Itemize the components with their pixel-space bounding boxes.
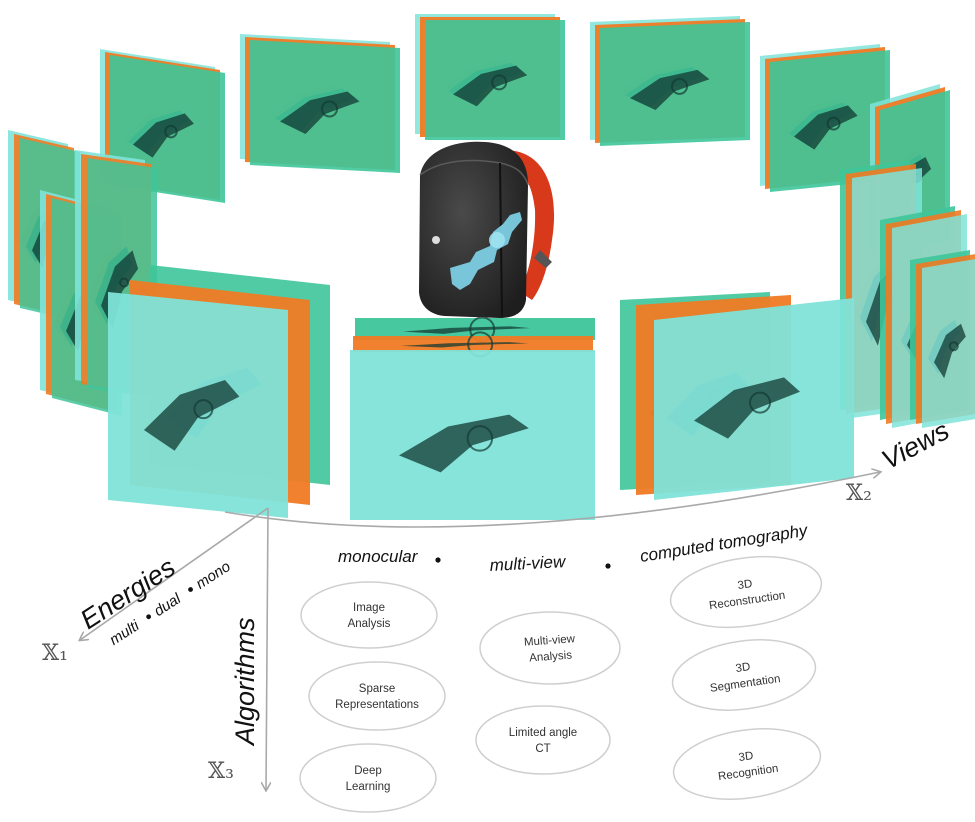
backpack-with-gun-icon	[419, 141, 555, 318]
ellipse-line: 3D	[738, 750, 754, 764]
ellipse-line: 3D	[735, 661, 751, 675]
ellipse-line: Representations	[335, 699, 419, 711]
xray-panel	[600, 22, 750, 146]
bullet	[605, 563, 611, 569]
xray-panel	[250, 40, 400, 173]
ellipse-line: Image	[353, 602, 385, 614]
bullet	[188, 587, 193, 592]
algo-3d-segmentation: 3D Segmentation	[671, 639, 817, 711]
bullet	[435, 557, 441, 563]
ellipse-line: Analysis	[348, 618, 391, 630]
ellipse-line: Multi-view	[524, 633, 577, 649]
ellipse-line: Deep	[354, 765, 382, 777]
ellipse-line: Sparse	[359, 683, 395, 695]
views-variable: 𝕏₂	[846, 481, 872, 506]
ellipse-line: Limited angle	[509, 727, 577, 739]
ellipse-line: Learning	[346, 781, 391, 793]
algo-sparse-representations: Sparse Representations	[308, 661, 446, 731]
bullet	[146, 614, 152, 620]
views-label: Views	[877, 415, 954, 475]
algo-image-analysis: Image Analysis	[300, 581, 438, 649]
algorithms-label: Algorithms	[230, 617, 260, 747]
xray-image-ring	[8, 14, 975, 428]
algo-3d-recognition: 3D Recognition	[672, 728, 822, 800]
xray-panel	[425, 20, 565, 140]
views-axis	[224, 472, 880, 528]
xray-panel	[654, 298, 854, 500]
energies-axis	[80, 507, 269, 640]
view-monocular: monocular	[338, 547, 419, 566]
algo-deep-learning: Deep Learning	[299, 743, 437, 813]
ellipse-line: CT	[535, 743, 550, 755]
view-multi-view: multi-view	[489, 552, 567, 575]
algo-3d-reconstruction: 3D Reconstruction	[669, 555, 823, 629]
algo-multi-view-analysis: Multi-view Analysis	[479, 611, 621, 685]
algo-limited-angle-ct: Limited angle CT	[475, 705, 611, 775]
front-xray-panels	[108, 265, 854, 520]
algorithms-axis	[266, 507, 268, 790]
xray-panel	[350, 350, 595, 520]
xray-panel	[353, 331, 593, 358]
energy-dual: dual	[151, 590, 185, 620]
energies-variable: 𝕏₁	[42, 641, 68, 666]
xray-panel	[922, 259, 975, 428]
algorithms-variable: 𝕏₃	[208, 759, 234, 784]
energy-multi: multi	[107, 617, 143, 649]
ellipse-line: 3D	[737, 578, 753, 592]
xray-panel	[108, 292, 288, 518]
energy-mono: mono	[193, 558, 234, 593]
xray-panel	[770, 50, 890, 192]
ellipse-line: Analysis	[529, 649, 573, 664]
